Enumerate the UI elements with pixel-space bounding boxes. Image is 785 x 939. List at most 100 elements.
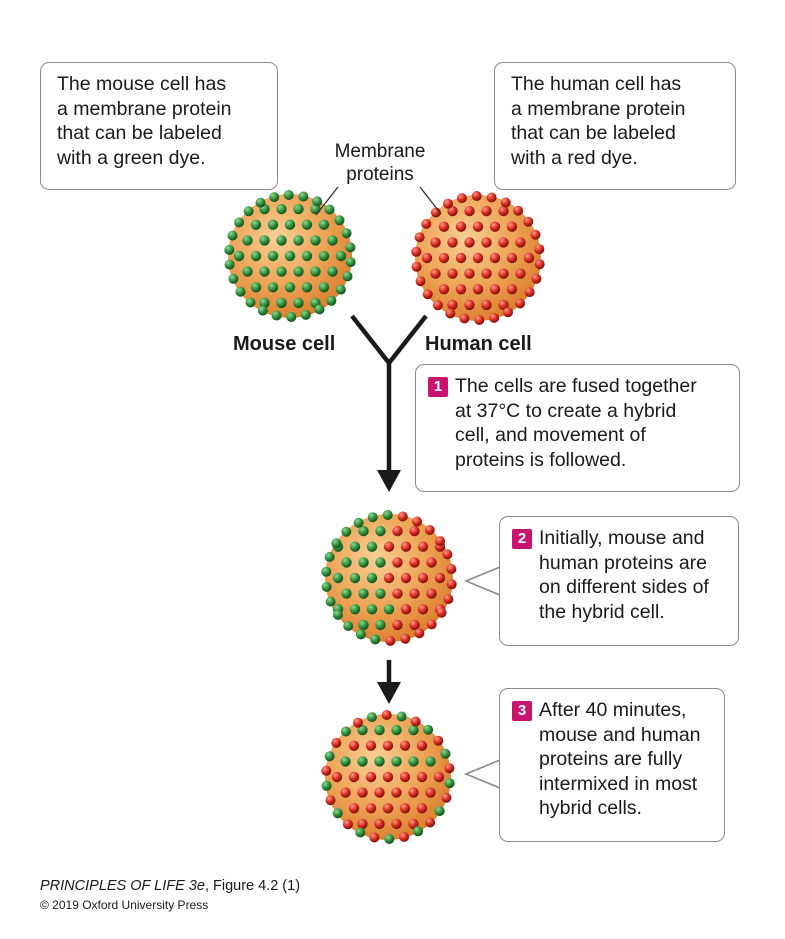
green-protein bbox=[321, 581, 332, 592]
red-protein bbox=[445, 308, 456, 319]
figure-number: , Figure 4.2 (1) bbox=[204, 878, 301, 894]
green-protein bbox=[276, 297, 287, 309]
red-protein bbox=[443, 198, 453, 209]
red-protein bbox=[365, 771, 377, 783]
red-protein bbox=[500, 197, 511, 208]
green-protein bbox=[408, 724, 419, 736]
callout-line: a membrane protein bbox=[57, 97, 232, 120]
step2-callout-tail bbox=[463, 565, 501, 597]
figure-credit: PRINCIPLES OF LIFE 3e, Figure 4.2 (1) bbox=[40, 878, 300, 894]
red-protein bbox=[464, 237, 475, 248]
green-protein bbox=[250, 219, 262, 230]
red-protein bbox=[400, 541, 412, 552]
mouse-cell-proteins bbox=[224, 190, 356, 322]
red-protein bbox=[472, 221, 484, 232]
red-protein bbox=[399, 803, 411, 814]
green-protein bbox=[324, 204, 335, 215]
red-protein bbox=[392, 619, 403, 631]
green-protein bbox=[413, 826, 423, 837]
red-protein bbox=[400, 604, 412, 615]
green-protein bbox=[293, 297, 304, 309]
green-protein bbox=[370, 634, 381, 645]
green-protein bbox=[245, 297, 256, 308]
green-protein bbox=[374, 724, 385, 736]
red-protein bbox=[455, 284, 467, 295]
green-protein bbox=[235, 286, 246, 297]
red-protein bbox=[472, 284, 484, 295]
green-protein bbox=[233, 250, 245, 262]
green-protein bbox=[283, 190, 294, 200]
green-protein bbox=[341, 557, 352, 568]
red-protein bbox=[441, 792, 452, 803]
green-protein bbox=[334, 215, 345, 226]
red-protein bbox=[524, 287, 535, 298]
red-protein bbox=[436, 607, 447, 618]
green-protein bbox=[408, 756, 419, 767]
red-protein bbox=[459, 313, 470, 324]
green-protein bbox=[353, 517, 364, 528]
red-protein bbox=[434, 572, 446, 584]
step-text-line: hybrid cells. bbox=[539, 797, 642, 819]
red-protein bbox=[425, 817, 436, 828]
green-protein bbox=[349, 604, 361, 615]
green-protein bbox=[366, 712, 377, 723]
green-protein bbox=[341, 526, 352, 537]
green-protein bbox=[349, 541, 361, 552]
human-cell-callout: The human cell has a membrane protein th… bbox=[494, 62, 736, 190]
green-protein bbox=[366, 541, 378, 552]
mouse-cell-label: Mouse cell bbox=[233, 333, 336, 355]
step-text-line: After 40 minutes, bbox=[539, 699, 687, 721]
green-protein bbox=[396, 711, 407, 722]
membrane-proteins-label: Membrane proteins bbox=[325, 140, 435, 186]
red-protein bbox=[523, 252, 535, 264]
red-protein bbox=[392, 588, 403, 599]
red-protein bbox=[421, 252, 433, 264]
red-protein bbox=[382, 740, 394, 751]
red-protein bbox=[447, 205, 458, 217]
green-protein bbox=[332, 572, 344, 584]
red-protein bbox=[348, 740, 360, 751]
red-protein bbox=[486, 192, 497, 203]
green-protein bbox=[332, 609, 343, 620]
red-protein bbox=[414, 232, 425, 243]
green-protein bbox=[340, 756, 351, 767]
red-protein bbox=[435, 536, 446, 547]
human-cell-label: Human cell bbox=[425, 333, 532, 355]
green-protein bbox=[375, 619, 386, 631]
green-protein bbox=[259, 297, 270, 309]
red-protein bbox=[416, 740, 428, 751]
red-protein bbox=[400, 572, 412, 584]
green-protein bbox=[357, 724, 368, 736]
step-text-line: mouse and human bbox=[539, 723, 701, 746]
green-protein bbox=[286, 312, 297, 322]
green-protein bbox=[255, 197, 266, 208]
hybrid-cell-initial-proteins bbox=[321, 510, 457, 646]
red-protein bbox=[506, 221, 518, 232]
step1-badge: 1 bbox=[428, 377, 448, 397]
red-protein bbox=[447, 299, 458, 311]
callout-line: with a red dye. bbox=[511, 146, 638, 169]
green-protein bbox=[259, 235, 270, 246]
green-protein bbox=[318, 219, 330, 230]
step-text-line: on different sides of bbox=[539, 576, 709, 598]
green-protein bbox=[345, 242, 356, 253]
red-protein bbox=[391, 787, 402, 798]
green-protein bbox=[284, 250, 296, 262]
green-protein bbox=[375, 588, 386, 599]
green-protein bbox=[269, 192, 280, 203]
red-protein bbox=[432, 300, 443, 311]
red-protein bbox=[382, 803, 394, 814]
callout-line: that can be labeled bbox=[511, 122, 676, 144]
red-protein bbox=[498, 299, 509, 311]
red-protein bbox=[442, 549, 453, 560]
red-protein bbox=[455, 252, 467, 264]
red-protein bbox=[498, 268, 509, 279]
green-protein bbox=[267, 250, 279, 262]
step-text-line: cell, and movement of bbox=[455, 424, 646, 446]
step-text-line: proteins is followed. bbox=[455, 448, 627, 471]
green-protein bbox=[224, 244, 235, 255]
green-protein bbox=[391, 756, 402, 767]
red-protein bbox=[498, 205, 509, 217]
